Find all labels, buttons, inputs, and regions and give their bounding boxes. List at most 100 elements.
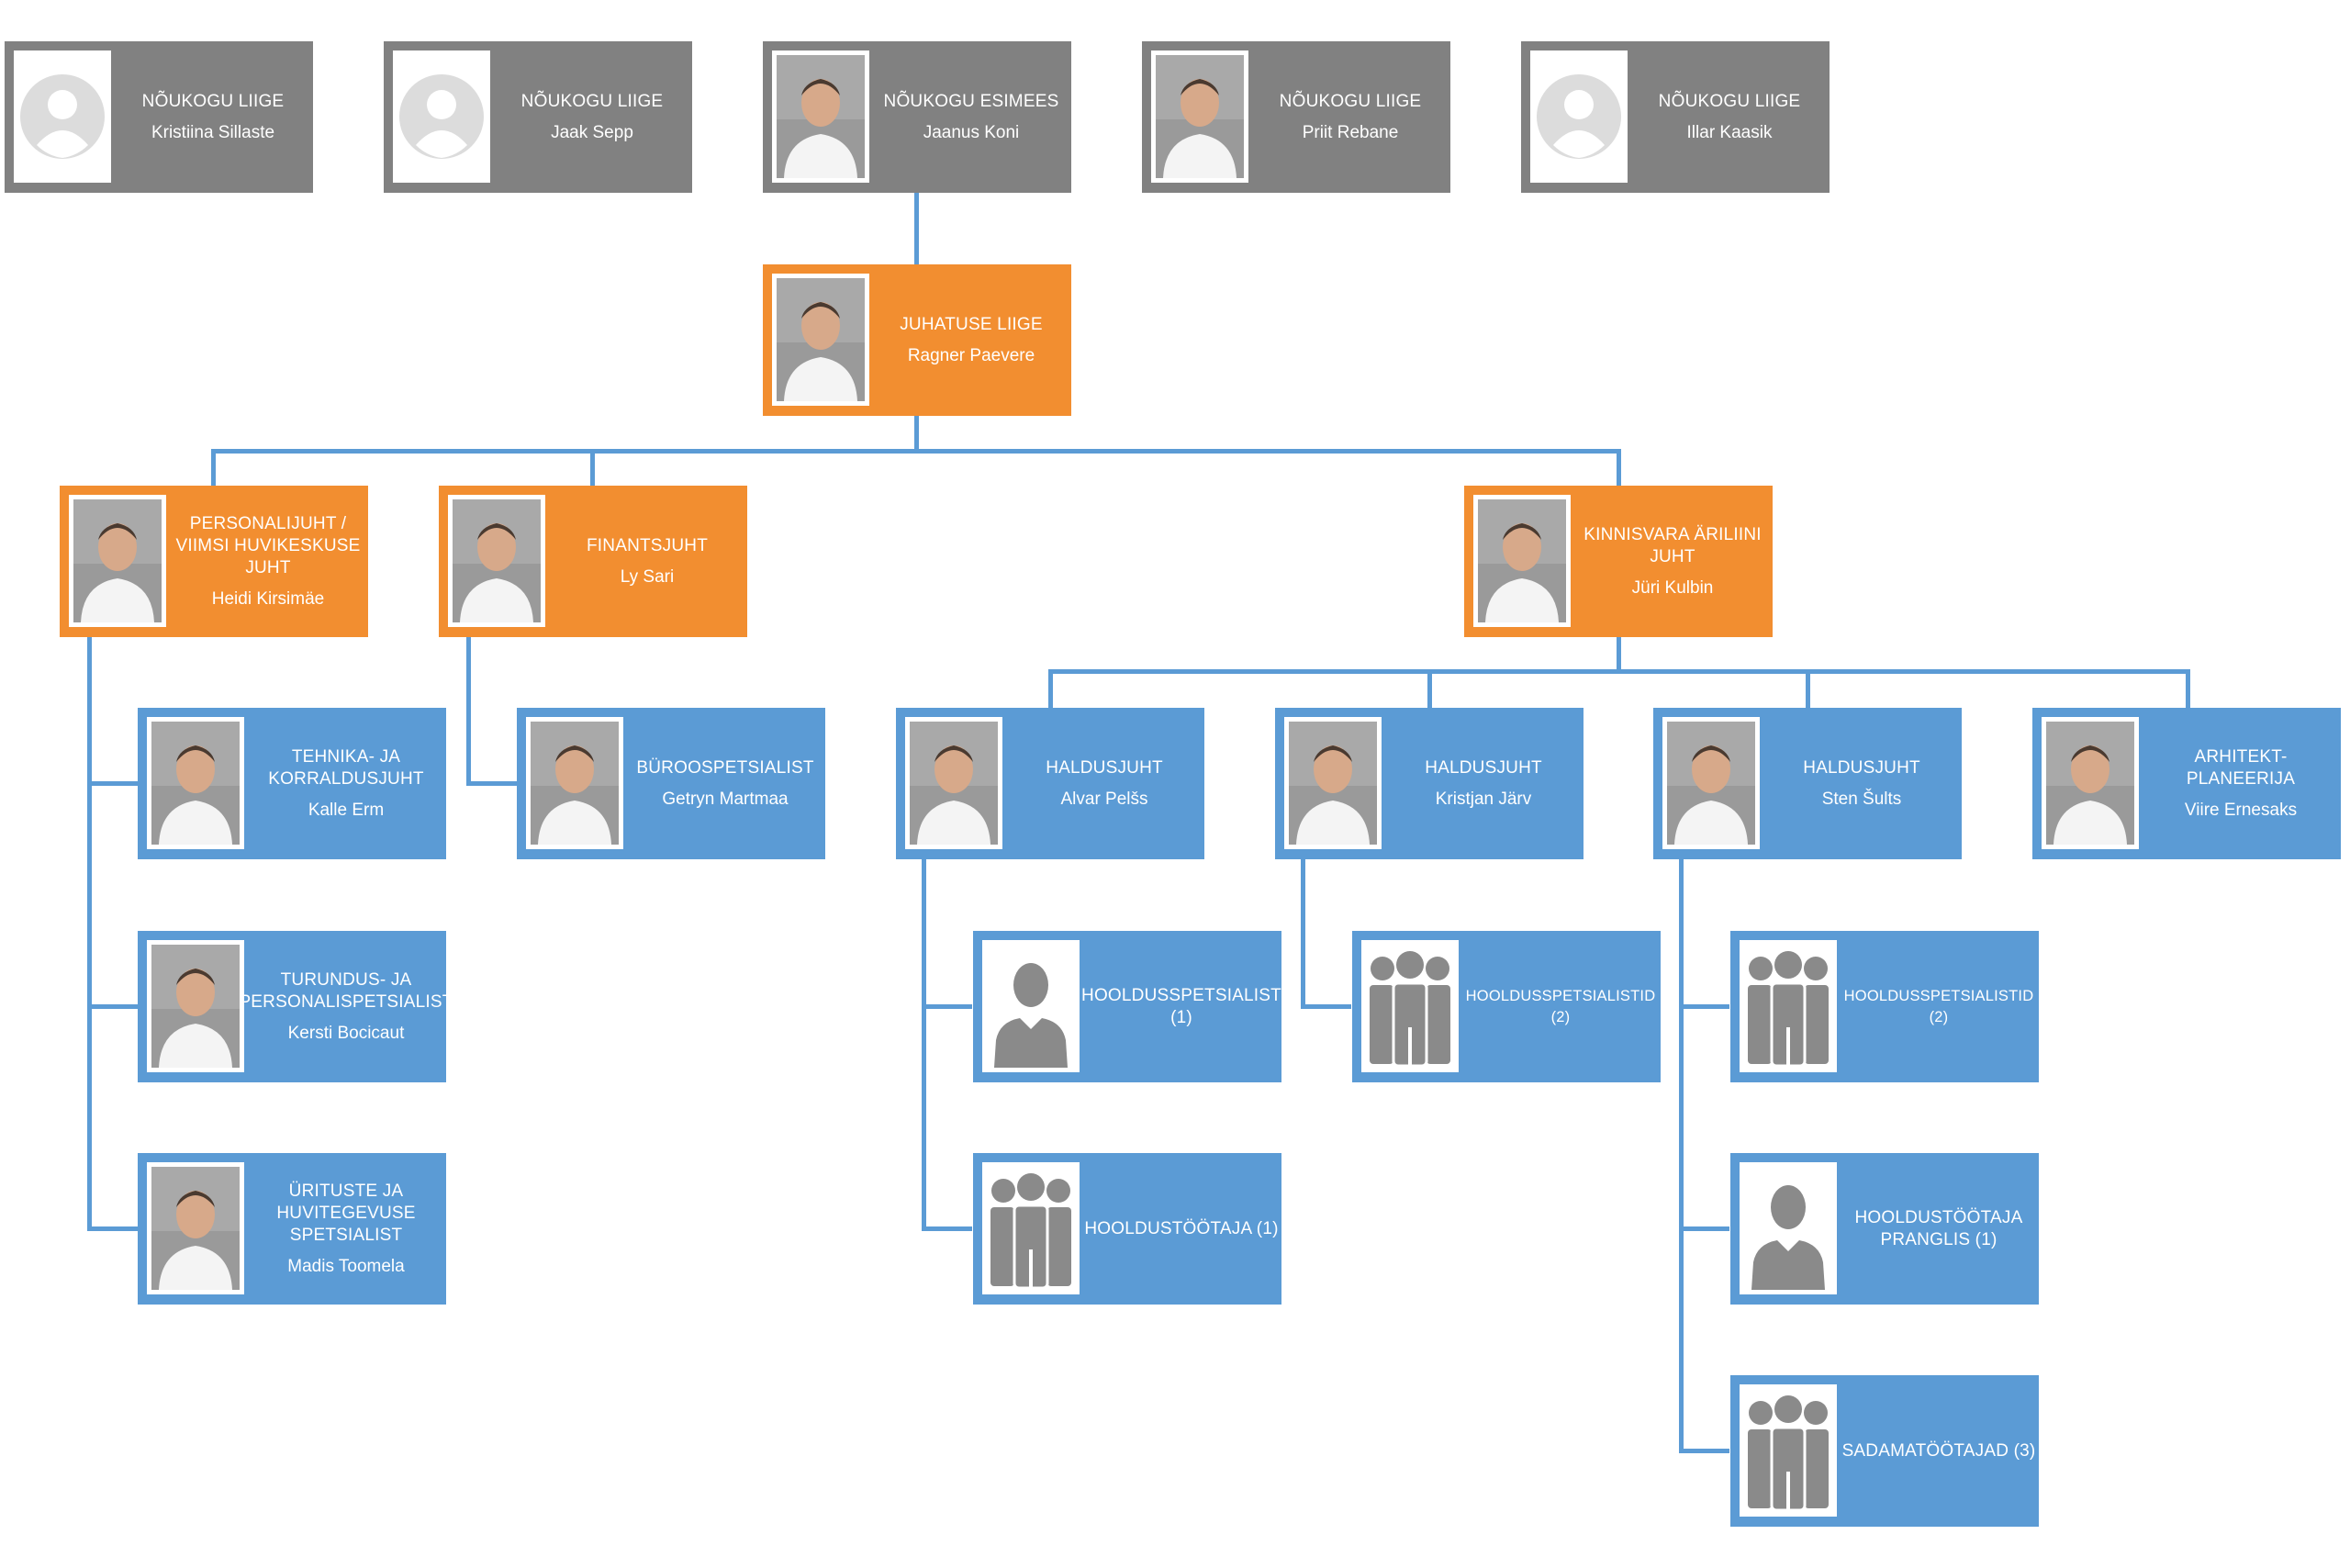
photo-frame [1151,50,1248,183]
person-name: Heidi Kirsimäe [211,588,325,609]
team-title: HOOLDUSSPETSIALISTID (2) [1843,987,2034,1025]
role-title: HALDUSJUHT [1803,757,1920,778]
team-card: HOOLDUSSPETSIALISTID (2) [1730,931,2039,1082]
person-photo [1289,722,1377,845]
photo-frame [2042,717,2139,849]
team-card: HOOLDUSTÖÖTAJA (1) [973,1153,1281,1305]
connector-line [914,193,919,264]
group-icon [1744,945,1832,1068]
connector-line [2186,669,2190,708]
role-title: KINNISVARA ÄRILIINI JUHT [1583,524,1762,566]
role-title: HALDUSJUHT [1425,757,1542,778]
role-title: ARHITEKT-PLANEERIJA [2186,746,2296,789]
staff-card: HALDUSJUHT Sten Šults [1653,708,1962,859]
team-card: HOOLDUSSPETSIALISTID (2) [1352,931,1661,1082]
group-icon [1744,1389,1832,1512]
person-name: Alvar Pelšs [1060,789,1148,809]
team-title: HOOLDUSSPETSIALIST (1) [1081,985,1281,1027]
connector-line [87,1004,138,1009]
role-title: PERSONALIJUHT / VIIMSI HUVIKESKUSE JUHT [175,513,361,577]
person-name: Kersti Bocicaut [287,1023,405,1043]
connector-line [590,449,595,486]
placeholder-avatar-icon [18,55,106,178]
person-photo [1667,722,1755,845]
manager-card-realestate: KINNISVARA ÄRILIINI JUHT Jüri Kulbin [1464,486,1773,637]
group-icon [987,1167,1075,1290]
person-photo [73,499,162,622]
role-title: NÕUKOGU LIIGE [1658,91,1801,111]
person-photo [910,722,998,845]
person-name: Ragner Paevere [907,345,1035,365]
placeholder-avatar-icon [397,55,486,178]
person-name: Madis Toomela [287,1256,405,1276]
photo-frame [1740,1162,1837,1294]
photo-frame [14,50,111,183]
role-title: TURUNDUS- JA PERSONALISPETSIALIST [239,969,453,1012]
person-photo [777,55,865,178]
photo-frame [982,940,1080,1072]
team-card: SADAMATÖÖTAJAD (3) [1730,1375,2039,1527]
team-title: SADAMATÖÖTAJAD (3) [1841,1440,2036,1461]
photo-frame [1530,50,1628,183]
person-photo [151,945,240,1068]
person-photo [531,722,619,845]
photo-frame [1740,940,1837,1072]
photo-frame [147,940,244,1072]
person-photo [2046,722,2134,845]
connector-line [1048,669,2189,674]
photo-frame [772,274,869,406]
connector-line [87,1226,138,1231]
role-title: NÕUKOGU LIIGE [520,91,664,111]
team-card: HOOLDUSTÖÖTAJA PRANGLIS (1) [1730,1153,2039,1305]
staff-card: BÜROOSPETSIALIST Getryn Martmaa [517,708,825,859]
connector-line [922,1226,972,1231]
photo-frame [448,495,545,627]
role-title: TEHNIKA- JA KORRALDUSJUHT [268,746,424,789]
person-name: Illar Kaasik [1686,122,1773,142]
photo-frame [772,50,869,183]
photo-frame [1740,1384,1837,1517]
manager-card-hr: PERSONALIJUHT / VIIMSI HUVIKESKUSE JUHT H… [60,486,368,637]
person-name: Jaak Sepp [551,122,633,142]
role-title: NÕUKOGU LIIGE [141,91,285,111]
board-member-card: NÕUKOGU LIIGE Jaak Sepp [384,41,692,193]
person-photo [151,722,240,845]
connector-line [1617,637,1621,672]
connector-line [1427,669,1432,708]
photo-frame [1473,495,1571,627]
connector-line [1679,1226,1729,1231]
person-photo [777,278,865,401]
photo-frame [1361,940,1459,1072]
person-name: Sten Šults [1821,789,1902,809]
connector-line [87,781,138,786]
role-title: HALDUSJUHT [1046,757,1163,778]
person-name: Jüri Kulbin [1631,577,1714,598]
connector-line [1679,1004,1729,1009]
staff-card: HALDUSJUHT Alvar Pelšs [896,708,1204,859]
team-title: HOOLDUSSPETSIALISTID (2) [1465,987,1656,1025]
role-title: NÕUKOGU ESIMEES [883,91,1059,111]
photo-frame [526,717,623,849]
role-title: BÜROOSPETSIALIST [636,757,814,778]
single-person-icon [1744,1167,1832,1290]
connector-line [1679,1449,1729,1453]
placeholder-avatar-icon [1535,55,1623,178]
connector-line [1806,669,1810,708]
photo-frame [147,717,244,849]
connector-line [914,413,919,452]
person-photo [1478,499,1566,622]
person-name: Ly Sari [620,566,675,587]
role-title: NÕUKOGU LIIGE [1279,91,1422,111]
person-name: Getryn Martmaa [662,789,789,809]
connector-line [466,781,517,786]
photo-frame [147,1162,244,1294]
connector-line [1679,857,1684,1453]
connector-line [466,637,471,786]
team-title: HOOLDUSTÖÖTAJA PRANGLIS (1) [1854,1207,2023,1249]
